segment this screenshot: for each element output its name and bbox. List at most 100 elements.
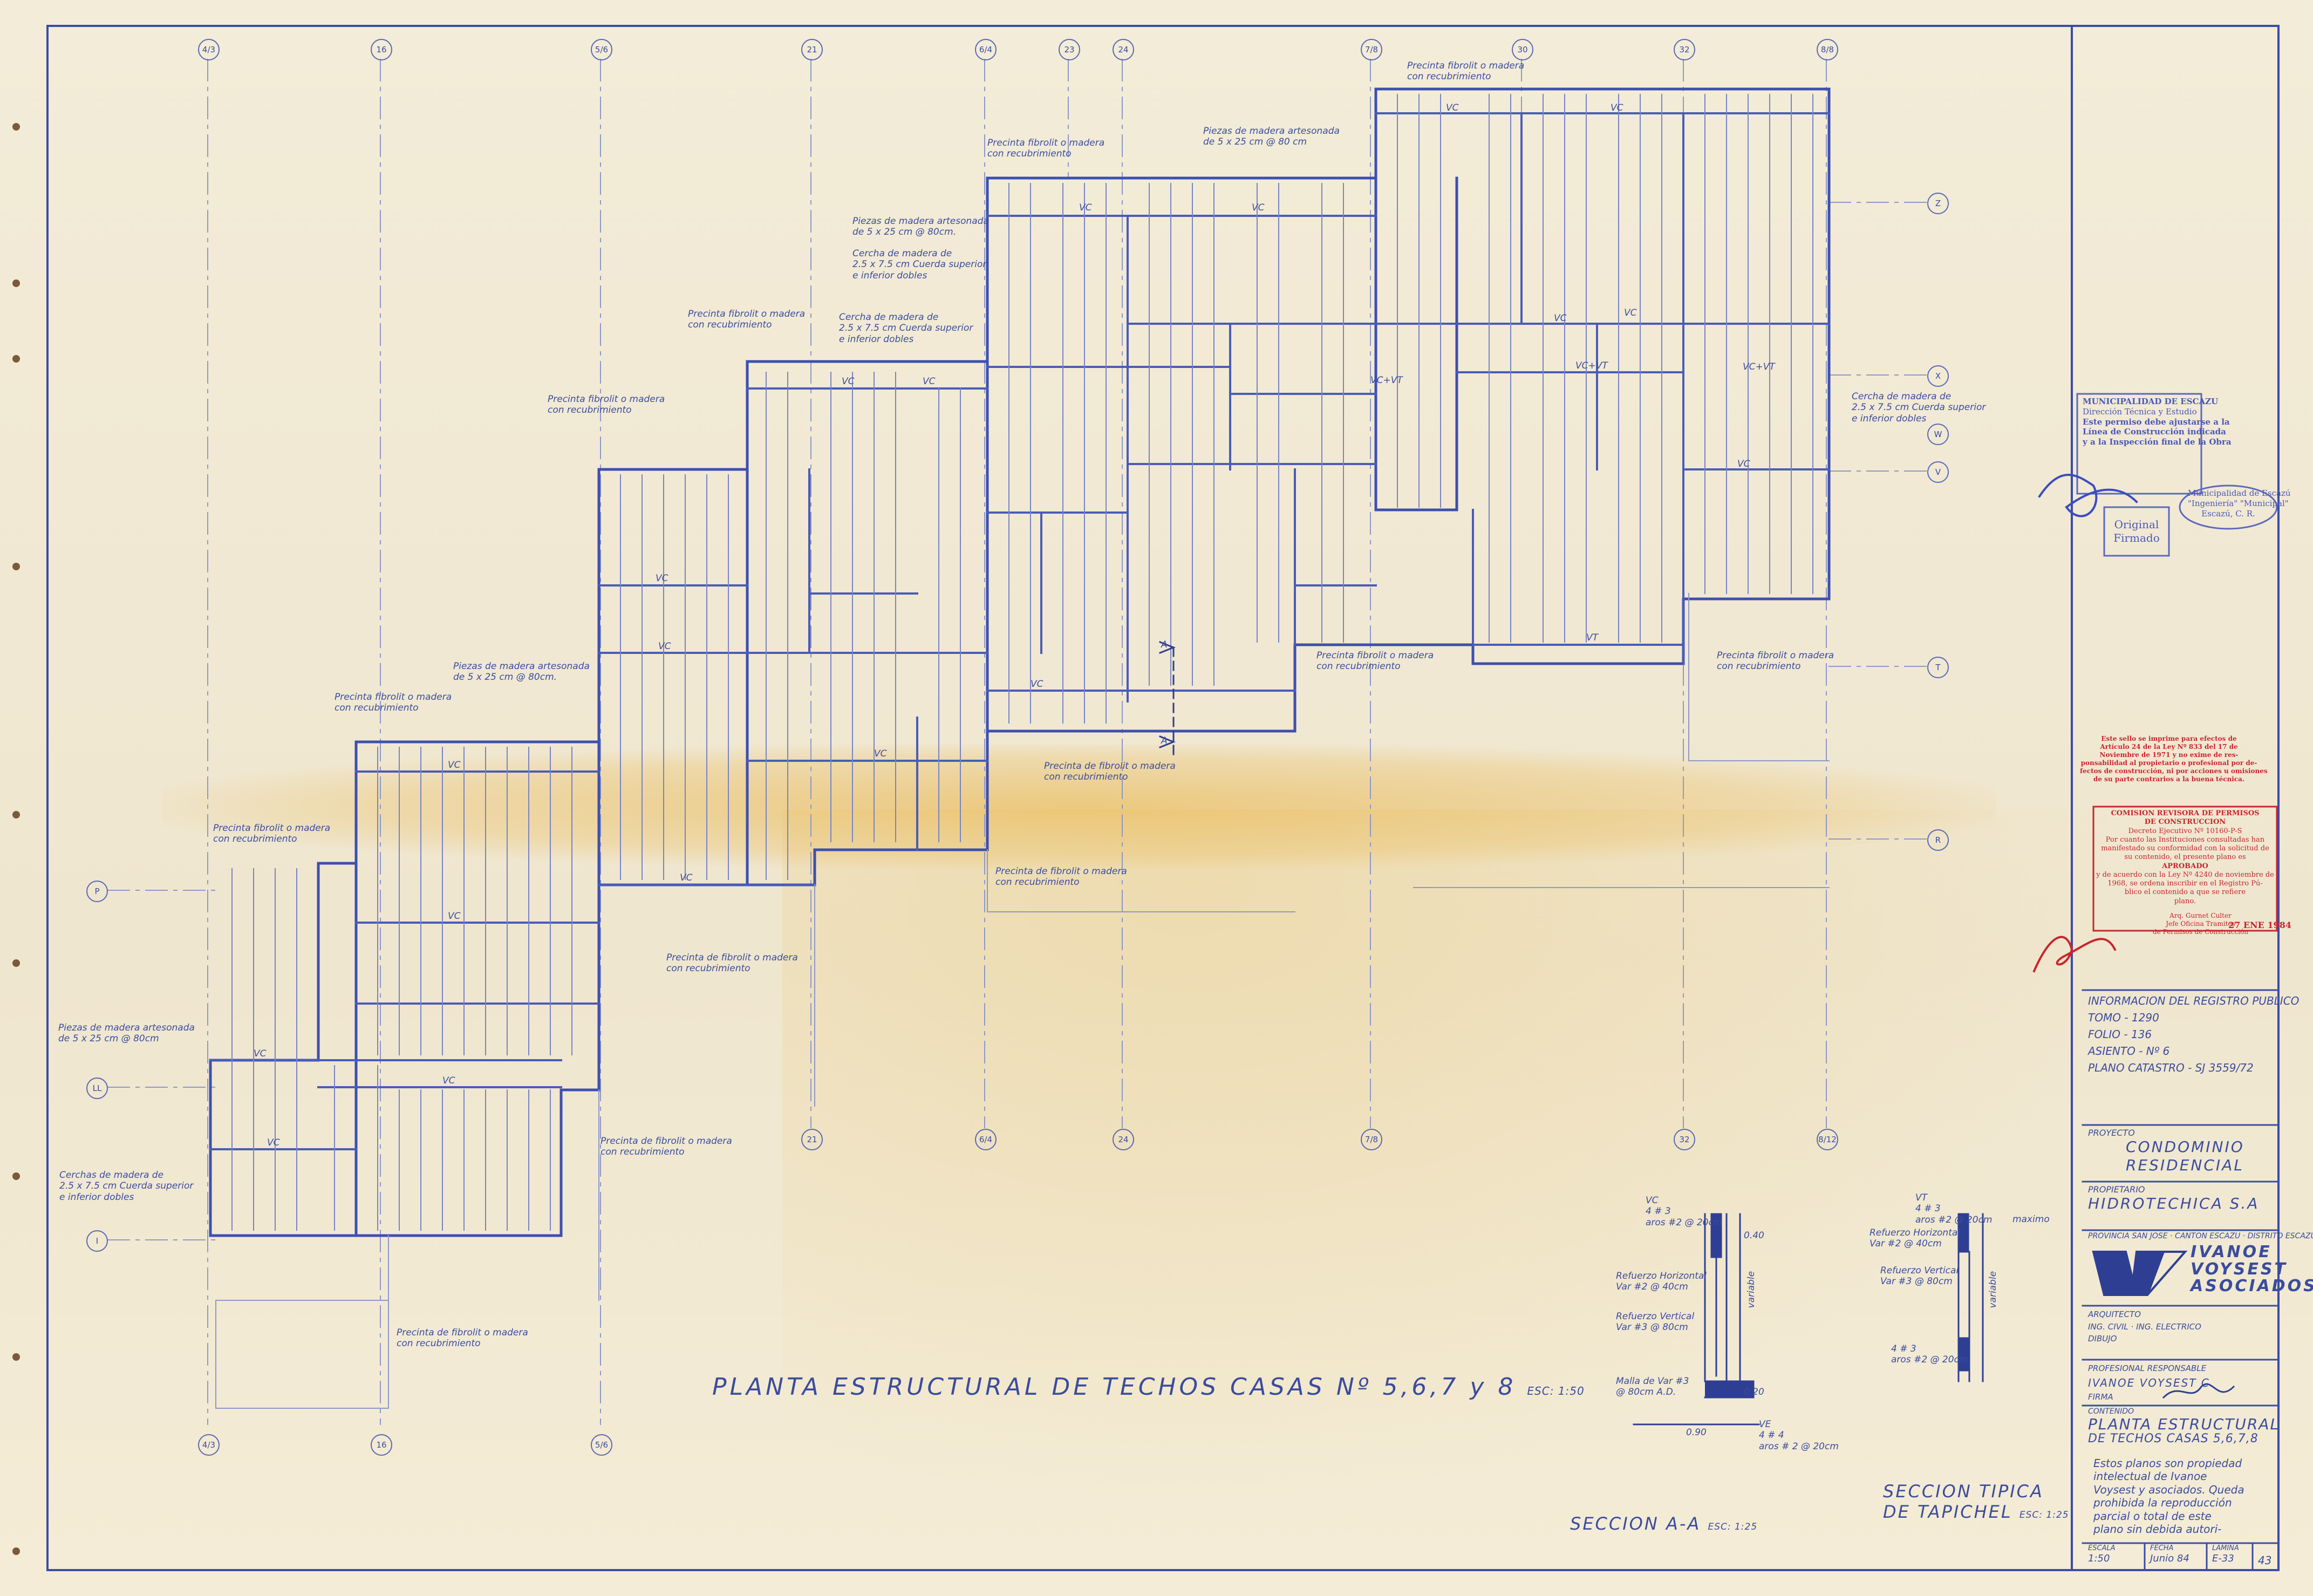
- beam-mark: VC: [267, 1137, 280, 1148]
- beam-mark: VC: [1624, 308, 1637, 318]
- beam-mark: VC: [1737, 459, 1750, 469]
- joists: [231, 94, 1813, 1231]
- dimension-label: 0.20: [1744, 1387, 1764, 1397]
- location-block: PROVINCIA SAN JOSE · CANTON ESCAZU · DIS…: [2088, 1232, 2313, 1240]
- grid-bubble: 16: [371, 1434, 392, 1456]
- grid-bubble: P: [86, 881, 108, 902]
- beam-mark: VC: [923, 376, 936, 387]
- responsible-block: PROFESIONAL RESPONSABLE IVANOE VOYSEST C…: [2088, 1363, 2215, 1402]
- grid-bubble: 32: [1674, 39, 1695, 60]
- signature-red: [2032, 936, 2117, 973]
- beam-mark: VC+VT: [1743, 362, 1775, 372]
- legal-notice: Estos planos son propiedad intelectual d…: [2093, 1457, 2244, 1536]
- grid-bubble: LL: [86, 1077, 108, 1099]
- beam-mark: VC+VT: [1575, 360, 1608, 371]
- municipal-stamp-frame: [2076, 393, 2278, 557]
- beam-mark: VC: [656, 573, 668, 584]
- beam-mark: VC: [442, 1075, 455, 1086]
- grid-bubble: 24: [1113, 39, 1134, 60]
- section-mark-a: A: [1161, 639, 1168, 650]
- grid-bubble: 5/6: [591, 1434, 612, 1456]
- beam-mark: VC: [874, 748, 887, 759]
- section-aa-title: SECCION A-A ESC: 1:25: [1570, 1513, 1758, 1534]
- signature-blue: [2038, 474, 2138, 517]
- content-block: CONTENIDO PLANTA ESTRUCTURAL DE TECHOS C…: [2088, 1407, 2280, 1446]
- beam-mark: VC: [448, 911, 461, 922]
- grid-bubble: V: [1927, 461, 1949, 483]
- section-aa-detail: [1633, 1213, 1760, 1426]
- grid-bubble: I: [86, 1230, 108, 1252]
- beam-mark: VC: [1252, 202, 1265, 213]
- grid-bubble: X: [1927, 365, 1949, 387]
- dimension-label: 0.40: [1744, 1230, 1764, 1241]
- water-stain: [162, 745, 1996, 869]
- grid-bubble: 23: [1059, 39, 1080, 60]
- beam-mark: VC: [1079, 202, 1092, 213]
- beam-mark: VC: [448, 760, 461, 770]
- firm-logo: [2092, 1251, 2188, 1296]
- water-stain-faint: [782, 809, 2131, 1511]
- grid-bubble: W: [1927, 424, 1949, 445]
- section-label: maximo: [2012, 1214, 2050, 1225]
- beam-mark: VC: [842, 376, 855, 387]
- section-mark-a: A: [1161, 735, 1168, 746]
- grid-bubble: 7/8: [1361, 39, 1382, 60]
- grid-bubble: 5/6: [591, 39, 612, 60]
- beam-mark: VC: [1554, 313, 1567, 324]
- project-block: PROYECTO CONDOMINIO RESIDENCIAL: [2088, 1128, 2244, 1174]
- grid-bubble: R: [1927, 829, 1949, 851]
- grid-bubble: 8/8: [1817, 39, 1838, 60]
- grid-bubble: 32: [1674, 1129, 1695, 1150]
- beam-mark: VC: [1611, 103, 1623, 113]
- municipal-seal: Municipalidad de Escazú"Ingeniería" "Mun…: [2188, 488, 2291, 519]
- binder-holes: [12, 123, 20, 1555]
- title-block-rows: [2082, 989, 2280, 1571]
- section-cut-aa: [1159, 641, 1176, 756]
- dimension-label: variable: [1988, 1271, 1999, 1308]
- grid-bubble: 16: [371, 39, 392, 60]
- grid-bubble: 24: [1113, 1129, 1134, 1150]
- grid-bubble: 6/4: [975, 39, 997, 60]
- dimension-label: 0.90: [1686, 1427, 1707, 1438]
- section-tapichel-detail: [1957, 1213, 1984, 1382]
- signature-title: [2162, 1383, 2235, 1399]
- approval-stamp-frame: [2092, 806, 2278, 932]
- grid-bubble: 6/4: [975, 1129, 997, 1150]
- grid-bubble: 4/3: [198, 39, 220, 60]
- grid-bubble: 7/8: [1361, 1129, 1382, 1150]
- grid-bubble: 21: [801, 39, 823, 60]
- section-label: Malla de Var #3@ 80cm A.D.: [1616, 1376, 1689, 1398]
- sheet-total: 43: [2258, 1554, 2272, 1567]
- grid-bubble: 30: [1512, 39, 1533, 60]
